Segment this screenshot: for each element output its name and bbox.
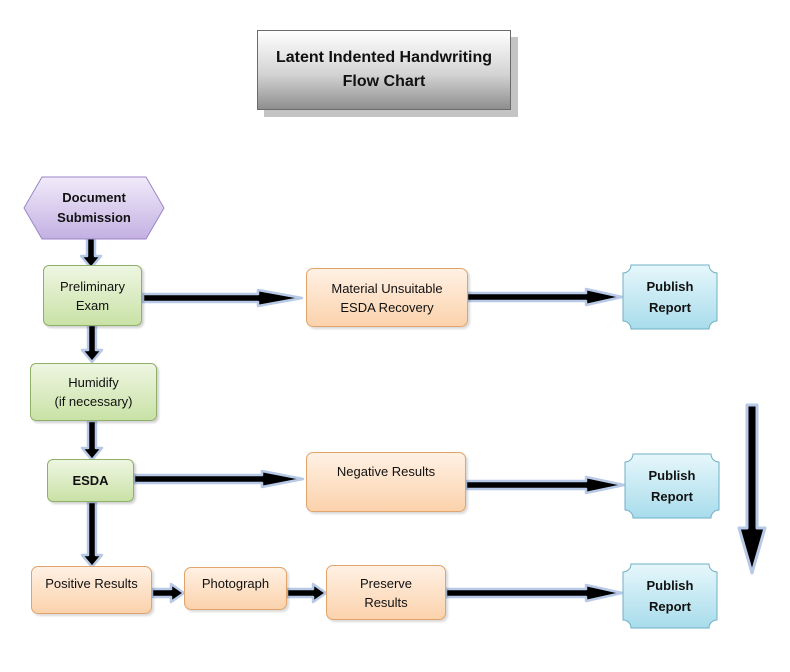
arrow-submission-to-exam (79, 236, 103, 270)
positive-results-label: Positive Results (45, 576, 138, 591)
publish-report-shape-3 (622, 563, 718, 629)
chart-title-line-1: Latent Indented Handwriting (276, 49, 492, 66)
photograph-node: Photograph (184, 567, 287, 610)
photograph-label: Photograph (201, 576, 270, 591)
publish-report-node-3: Publish Report (622, 563, 718, 629)
publish-report-label-3: Publish Report (646, 578, 694, 614)
arrow-exam-to-humidify (80, 323, 104, 364)
document-submission-label: Document Submission (57, 190, 131, 225)
esda-label: ESDA (72, 473, 109, 488)
arrow-overall-flow-down (737, 403, 767, 575)
publish-report-shape-2 (624, 453, 720, 519)
arrow-exam-to-unsuitable (141, 288, 304, 308)
humidify-label: Humidify (if necessary) (54, 375, 133, 409)
publish-report-shape-1 (622, 264, 718, 330)
arrow-preserve-to-publish-3 (444, 583, 624, 603)
material-unsuitable-label: Material Unsuitable ESDA Recovery (331, 280, 443, 315)
publish-report-node-2: Publish Report (624, 453, 720, 519)
preserve-results-label: Preserve Results (359, 575, 413, 610)
arrow-esda-to-negative (132, 469, 305, 489)
arrow-negative-to-publish-2 (464, 475, 626, 495)
publish-report-label-1: Publish Report (646, 279, 694, 315)
negative-results-label: Negative Results (336, 464, 436, 479)
preliminary-exam-label: Preliminary Exam (59, 278, 125, 313)
negative-results-node: Negative Results (306, 452, 466, 512)
chart-title-line-2: Flow Chart (342, 73, 426, 90)
arrow-positive-to-photograph (150, 582, 186, 604)
preliminary-exam-node: Preliminary Exam (43, 265, 142, 326)
publish-report-label-2: Publish Report (648, 468, 696, 504)
arrow-humidify-to-esda (80, 419, 104, 462)
hexagon-shape (23, 176, 165, 240)
document-submission-node: Document Submission (23, 176, 165, 240)
arrow-esda-to-positive (80, 500, 104, 569)
arrow-photograph-to-preserve (285, 582, 328, 604)
esda-node: ESDA (47, 459, 134, 502)
publish-report-node-1: Publish Report (622, 264, 718, 330)
arrow-unsuitable-to-publish-1 (465, 287, 624, 307)
preserve-results-node: Preserve Results (326, 565, 446, 620)
material-unsuitable-node: Material Unsuitable ESDA Recovery (306, 268, 468, 327)
humidify-node: Humidify (if necessary) (30, 363, 157, 421)
chart-title: Latent Indented Handwriting Flow Chart (257, 30, 511, 110)
positive-results-node: Positive Results (31, 566, 152, 614)
